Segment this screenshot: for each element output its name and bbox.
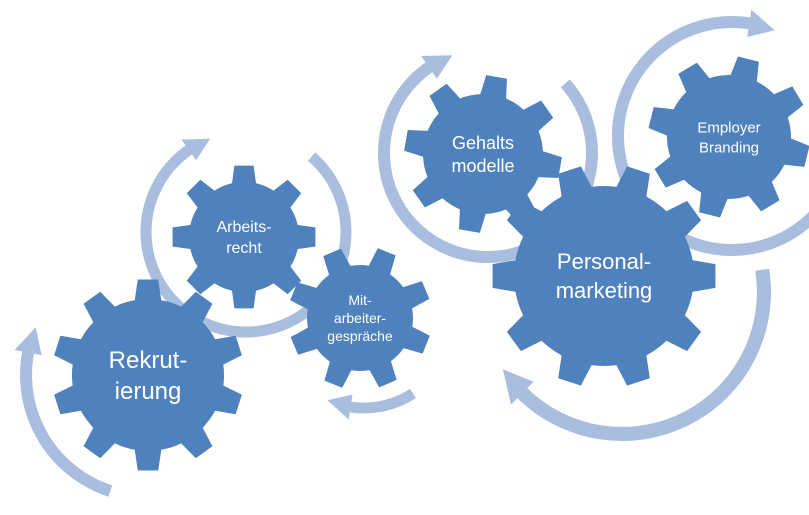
gear-labels: Rekrut-ierung Arbeits-rechtMit-arbeiter-g… [109,119,761,405]
gear-label-line: arbeiter- [334,310,386,326]
gear-label-line: Mit- [348,292,372,308]
gear-label-line: Gehalts [452,133,514,153]
gear-label-line: Employer [697,119,760,136]
gear-label-line: ierung [115,378,182,405]
arrow-mitarbeitergespraeche-cycle [327,388,416,420]
gear-label-line: marketing [556,278,653,303]
gear-rekrutierung [54,279,242,471]
gear-label-arbeitsrecht: Arbeits-recht [216,219,271,257]
gear-gehaltsmodelle [404,75,562,233]
gear-label-gehaltsmodelle: Gehalts modelle [451,133,514,176]
gear-label-line: Personal- [557,249,651,274]
gear-label-line: recht [226,240,262,257]
gear-arbeitsrecht [172,165,316,309]
gear-label-line: Branding [699,139,759,156]
gear-label-line: gespräche [327,328,393,344]
arrow-rekrutierung-cycle [14,327,113,497]
gears [54,56,809,471]
gear-label-line: Rekrut- [109,347,188,374]
gear-label-line: Arbeits- [216,219,271,236]
gear-label-personalmarketing: Personal-marketing [556,249,653,303]
gear-label-mitarbeitergespraeche: Mit-arbeiter-gespräche [327,292,393,344]
gear-label-rekrutierung: Rekrut-ierung [109,347,188,405]
gear-personalmarketing [492,166,716,386]
gear-employer-branding [648,56,809,218]
gear-label-line: modelle [451,156,514,176]
cycle-arrows [14,9,809,497]
gear-mitarbeitergespraeche [290,248,430,388]
arrow-employer-branding-cycle [611,9,809,256]
